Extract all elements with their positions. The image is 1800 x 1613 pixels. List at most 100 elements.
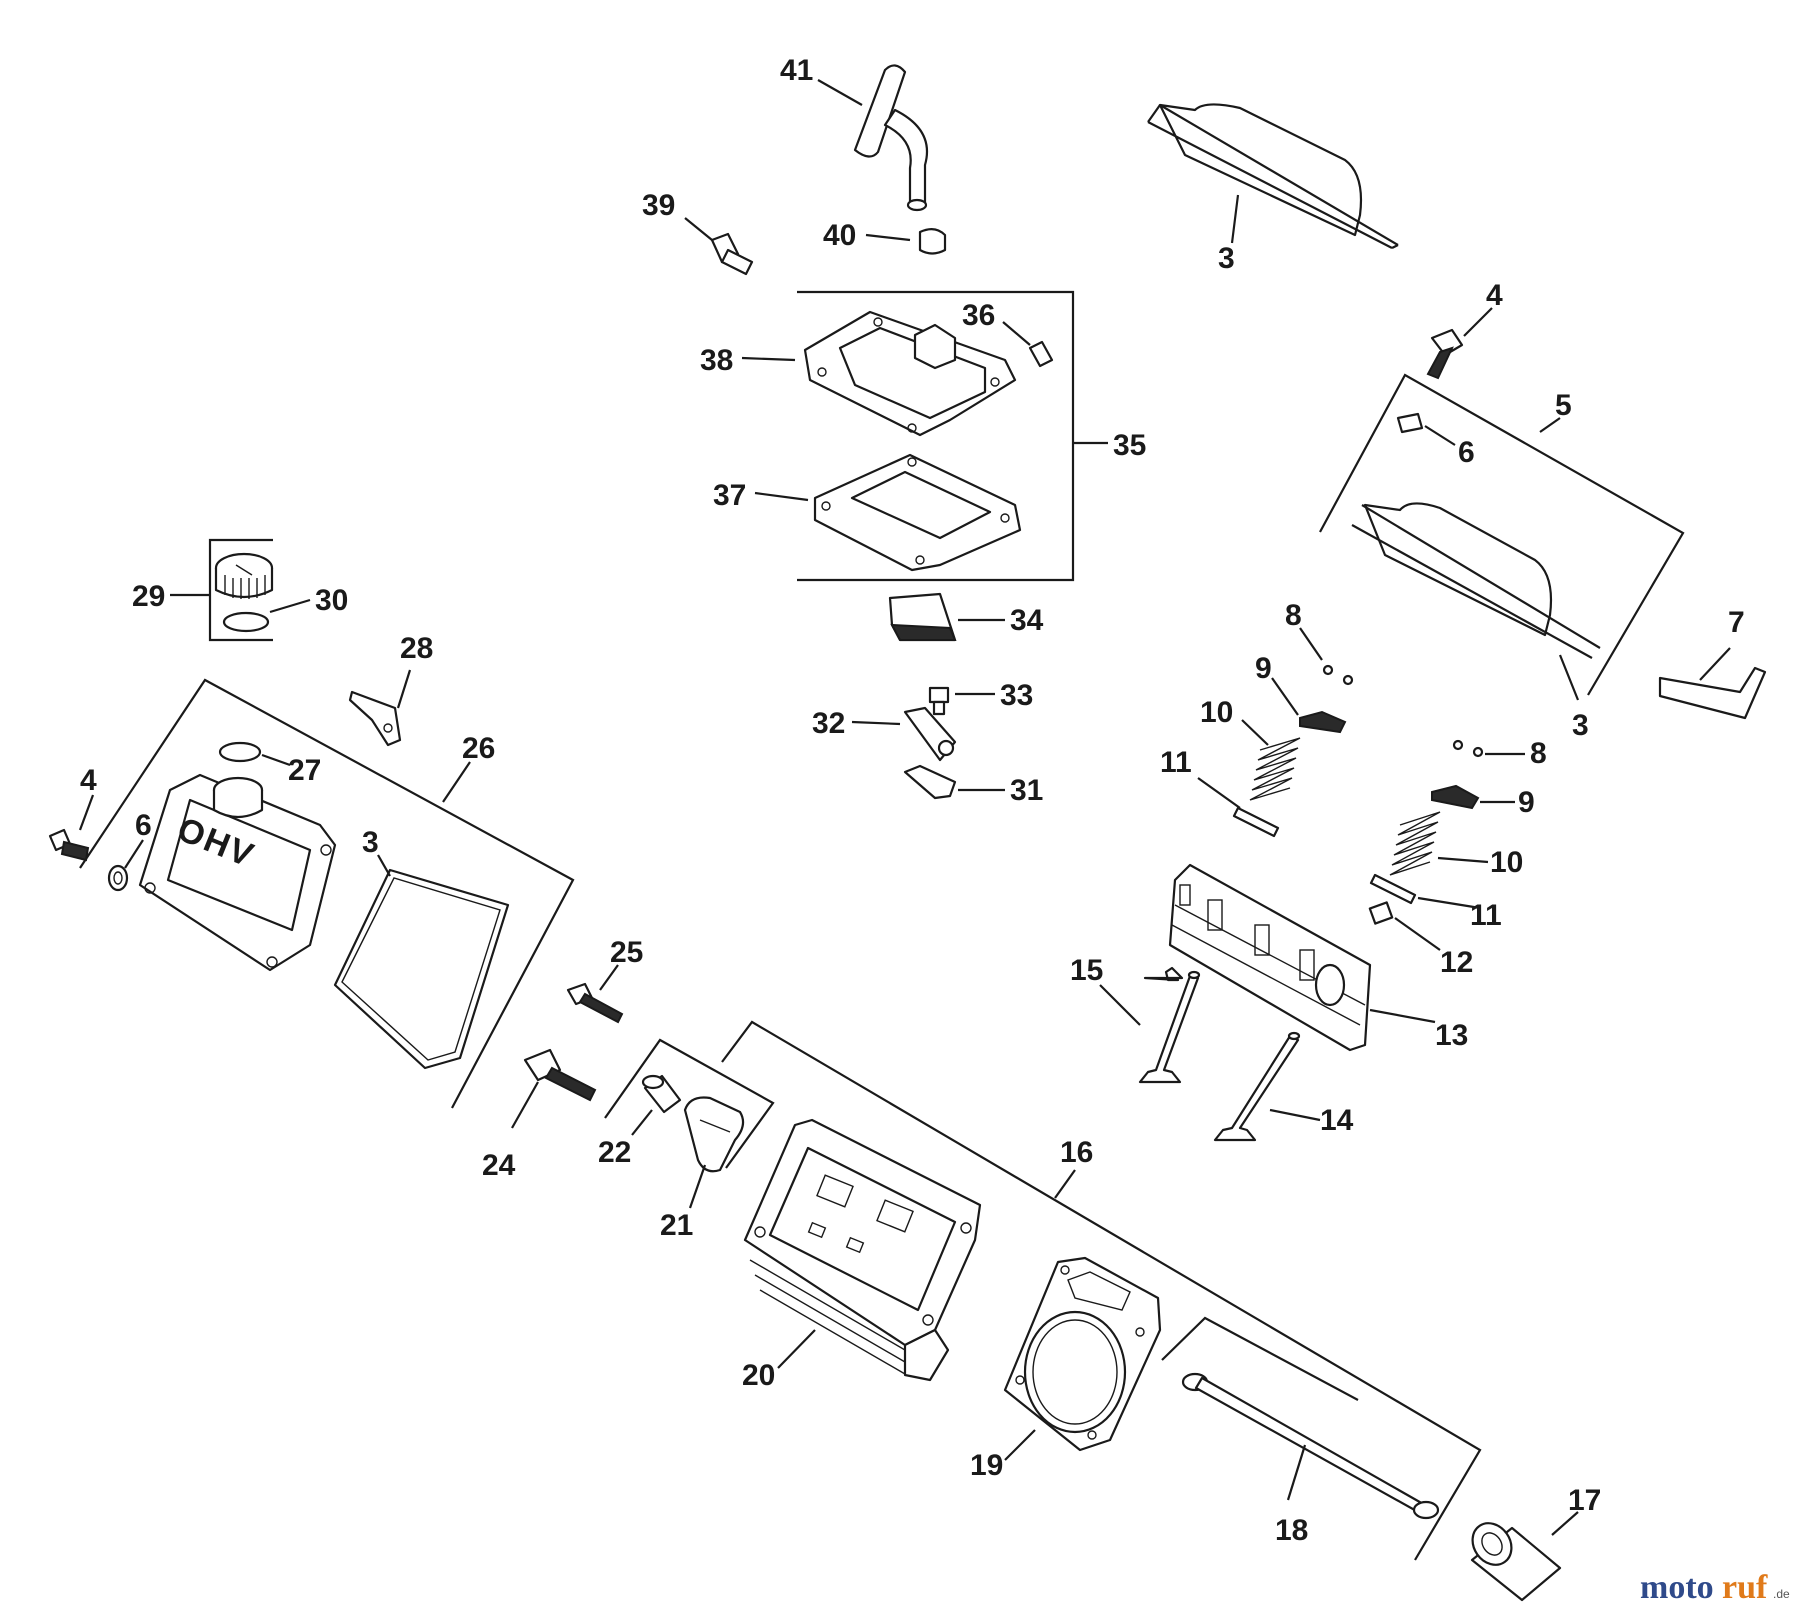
label-30: 30 bbox=[315, 584, 348, 617]
part-3-gasket-left bbox=[333, 868, 510, 1070]
label-3-top: 3 bbox=[1218, 242, 1235, 275]
label-24: 24 bbox=[482, 1149, 516, 1182]
part-41-breather-tube bbox=[853, 64, 929, 212]
bracket-16 bbox=[721, 1020, 1482, 1561]
part-4-bolt-upper bbox=[1426, 328, 1464, 380]
label-36: 36 bbox=[962, 299, 995, 332]
watermark-text-b: ruf bbox=[1722, 1569, 1768, 1606]
label-31: 31 bbox=[1010, 774, 1043, 807]
label-38: 38 bbox=[700, 344, 733, 377]
part-20-cylinder-head bbox=[743, 1118, 982, 1382]
label-22: 22 bbox=[598, 1136, 631, 1169]
part-11-seal-upper bbox=[1232, 806, 1280, 838]
part-39-bolt bbox=[710, 232, 754, 276]
label-19: 19 bbox=[970, 1449, 1003, 1482]
part-9-retainer-upper bbox=[1299, 710, 1347, 734]
part-10-spring-upper bbox=[1249, 737, 1301, 801]
label-8-upper: 8 bbox=[1285, 599, 1302, 632]
bracket-18 bbox=[1161, 1316, 1359, 1401]
part-31-reed-stop bbox=[903, 764, 957, 800]
part-30-o-ring bbox=[222, 611, 270, 633]
label-10-upper: 10 bbox=[1200, 696, 1233, 729]
part-32-retainer bbox=[903, 706, 957, 762]
bracket-29 bbox=[208, 538, 273, 642]
label-41: 41 bbox=[780, 54, 813, 87]
part-40-clamp bbox=[918, 228, 947, 255]
part-27-o-ring bbox=[218, 741, 262, 763]
label-28: 28 bbox=[400, 632, 433, 665]
part-38-breather-cover bbox=[803, 310, 1017, 437]
label-21: 21 bbox=[660, 1209, 693, 1242]
label-33: 33 bbox=[1000, 679, 1033, 712]
part-13-rocker-block bbox=[1168, 863, 1372, 1052]
bracket-5 bbox=[1319, 373, 1685, 696]
part-29-oil-cap bbox=[214, 552, 274, 599]
part-33-screw bbox=[928, 686, 950, 716]
label-11-lower: 11 bbox=[1470, 899, 1502, 932]
label-27: 27 bbox=[288, 754, 321, 787]
part-34-reed bbox=[888, 592, 957, 642]
part-11-seal-lower bbox=[1369, 873, 1417, 905]
label-6-right: 6 bbox=[1458, 436, 1475, 469]
label-10-lower: 10 bbox=[1490, 846, 1523, 879]
part-17-tappet bbox=[1470, 1522, 1562, 1602]
label-9-upper: 9 bbox=[1255, 652, 1272, 685]
watermark-suffix: .de bbox=[1773, 1587, 1790, 1601]
part-25-stud bbox=[566, 982, 624, 1024]
bracket-35 bbox=[797, 290, 1075, 582]
part-14-valve bbox=[1213, 1031, 1301, 1142]
part-28-clip bbox=[348, 690, 402, 747]
label-35: 35 bbox=[1113, 429, 1146, 462]
watermark-logo: moto ruf .de bbox=[1640, 1569, 1790, 1606]
label-7: 7 bbox=[1728, 606, 1745, 639]
part-8-keepers-lower bbox=[1452, 739, 1484, 758]
label-5: 5 bbox=[1555, 389, 1572, 422]
part-3-gasket-mid bbox=[1351, 502, 1601, 659]
label-29: 29 bbox=[132, 580, 165, 613]
label-25: 25 bbox=[610, 936, 643, 969]
label-39: 39 bbox=[642, 189, 675, 222]
part-37-breather-gasket bbox=[813, 453, 1022, 572]
label-26: 26 bbox=[462, 732, 495, 765]
bracket-21 bbox=[604, 1038, 775, 1169]
label-8-lower: 8 bbox=[1530, 737, 1547, 770]
label-40: 40 bbox=[823, 219, 856, 252]
label-13: 13 bbox=[1435, 1019, 1468, 1052]
label-6-left: 6 bbox=[135, 809, 152, 842]
label-18: 18 bbox=[1275, 1514, 1308, 1547]
watermark-text-a: moto bbox=[1640, 1569, 1714, 1606]
part-18-push-rod bbox=[1181, 1372, 1440, 1520]
label-15: 15 bbox=[1070, 954, 1103, 987]
part-36-screw bbox=[1028, 340, 1054, 368]
label-11-upper: 11 bbox=[1160, 746, 1192, 779]
label-12: 12 bbox=[1440, 946, 1473, 979]
part-8-keepers-upper bbox=[1322, 664, 1354, 686]
part-19-head-gasket bbox=[1003, 1256, 1162, 1452]
part-6-grommet-right bbox=[1396, 412, 1424, 434]
label-3-mid: 3 bbox=[1572, 709, 1589, 742]
part-7-bracket bbox=[1658, 666, 1767, 720]
part-22-guide bbox=[641, 1074, 682, 1114]
label-37: 37 bbox=[713, 479, 746, 512]
part-15-valve bbox=[1138, 966, 1201, 1084]
part-10-spring-lower bbox=[1389, 811, 1441, 876]
part-26-valve-cover: OHV bbox=[138, 773, 337, 972]
label-17: 17 bbox=[1568, 1484, 1601, 1517]
part-24-stud bbox=[523, 1048, 597, 1102]
part-9-retainer-lower bbox=[1431, 784, 1480, 810]
part-21-deflector bbox=[683, 1096, 745, 1173]
label-9-lower: 9 bbox=[1518, 786, 1535, 819]
label-34: 34 bbox=[1010, 604, 1044, 637]
label-3-left: 3 bbox=[362, 826, 379, 859]
label-4-upper: 4 bbox=[1486, 279, 1503, 312]
label-14: 14 bbox=[1320, 1104, 1354, 1137]
bracket-26 bbox=[79, 678, 575, 1109]
part-6-grommet-left bbox=[107, 864, 129, 892]
label-4-left: 4 bbox=[80, 764, 97, 797]
label-16: 16 bbox=[1060, 1136, 1093, 1169]
label-32: 32 bbox=[812, 707, 845, 740]
part-3-gasket-top bbox=[1147, 103, 1399, 249]
part-12-cap bbox=[1368, 901, 1394, 925]
label-20: 20 bbox=[742, 1359, 775, 1392]
